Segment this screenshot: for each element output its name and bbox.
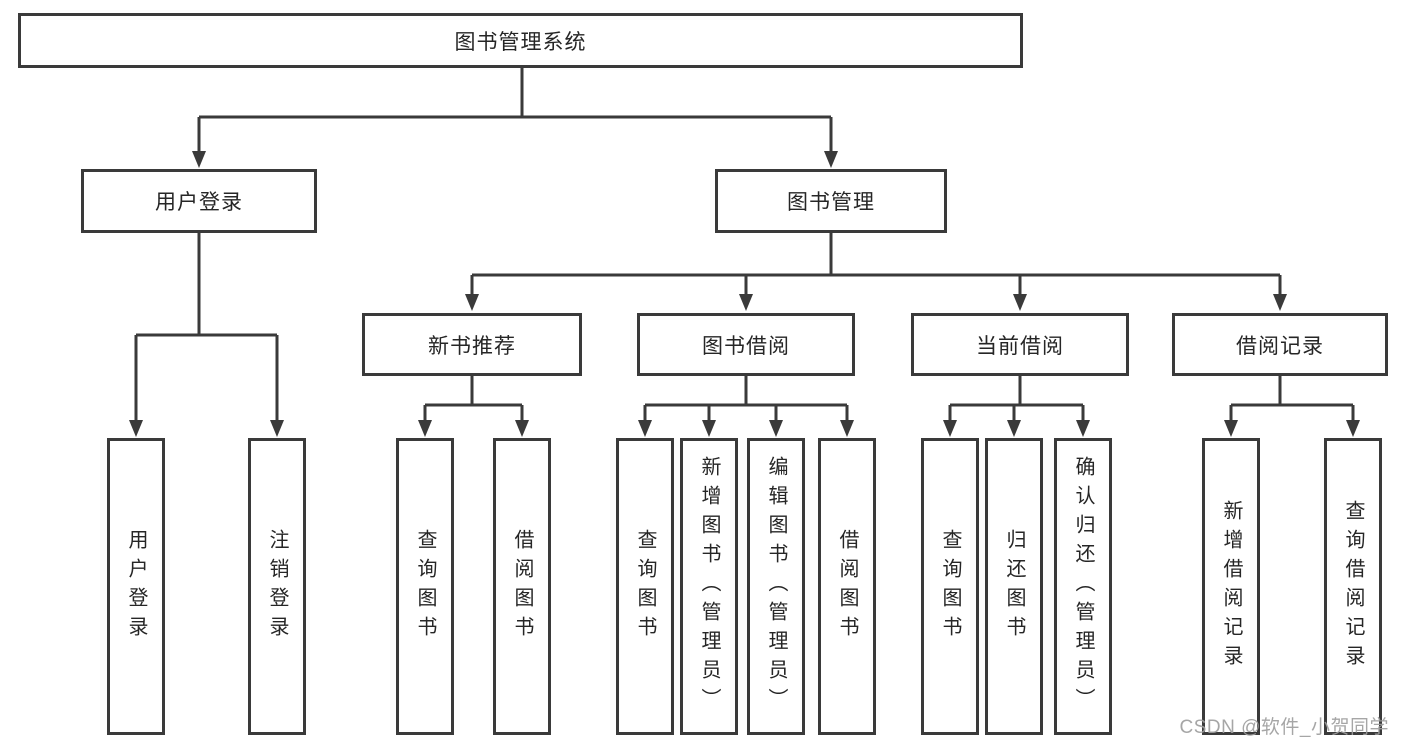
node-root-system: 图书管理系统 xyxy=(18,13,1023,68)
leaf-return-book: 归还图书 xyxy=(985,438,1043,735)
arrowheads-level2 xyxy=(192,151,838,168)
leaf-add-book-admin: 新增图书（管理员） xyxy=(680,438,738,735)
leaf-confirm-return-admin: 确认归还（管理员） xyxy=(1054,438,1112,735)
leaf-query-book-recommend: 查询图书 xyxy=(396,438,454,735)
node-book-management: 图书管理 xyxy=(715,169,947,233)
node-new-book-recommend: 新书推荐 xyxy=(362,313,582,376)
node-book-borrow: 图书借阅 xyxy=(637,313,855,376)
csdn-watermark: CSDN @软件_小贺同学 xyxy=(1179,717,1389,738)
leaf-borrow-book: 借阅图书 xyxy=(818,438,876,735)
arrowheads-level3 xyxy=(465,294,1287,311)
leaf-borrow-book-recommend: 借阅图书 xyxy=(493,438,551,735)
arrowheads-leaves xyxy=(418,420,1360,437)
leaf-logout: 注销登录 xyxy=(248,438,306,735)
leaf-query-borrow-record: 查询借阅记录 xyxy=(1324,438,1382,735)
leaf-query-book-current: 查询图书 xyxy=(921,438,979,735)
node-user-login: 用户登录 xyxy=(81,169,317,233)
leaf-add-borrow-record: 新增借阅记录 xyxy=(1202,438,1260,735)
edge-group-current-borrow xyxy=(948,376,1085,422)
edge-group-user-login xyxy=(134,233,279,422)
leaf-user-login: 用户登录 xyxy=(107,438,165,735)
node-current-borrow: 当前借阅 xyxy=(911,313,1129,376)
edge-group-book-borrow xyxy=(643,376,849,422)
node-borrow-records: 借阅记录 xyxy=(1172,313,1388,376)
edge-group-root-to-level2 xyxy=(197,68,833,153)
leaf-query-book-borrow: 查询图书 xyxy=(616,438,674,735)
edge-group-borrow-records xyxy=(1229,376,1355,422)
edge-group-new-book xyxy=(423,376,524,422)
arrowheads-user-login xyxy=(129,420,284,437)
edge-group-book-mgmt-to-level3 xyxy=(470,232,1282,296)
leaf-edit-book-admin: 编辑图书（管理员） xyxy=(747,438,805,735)
